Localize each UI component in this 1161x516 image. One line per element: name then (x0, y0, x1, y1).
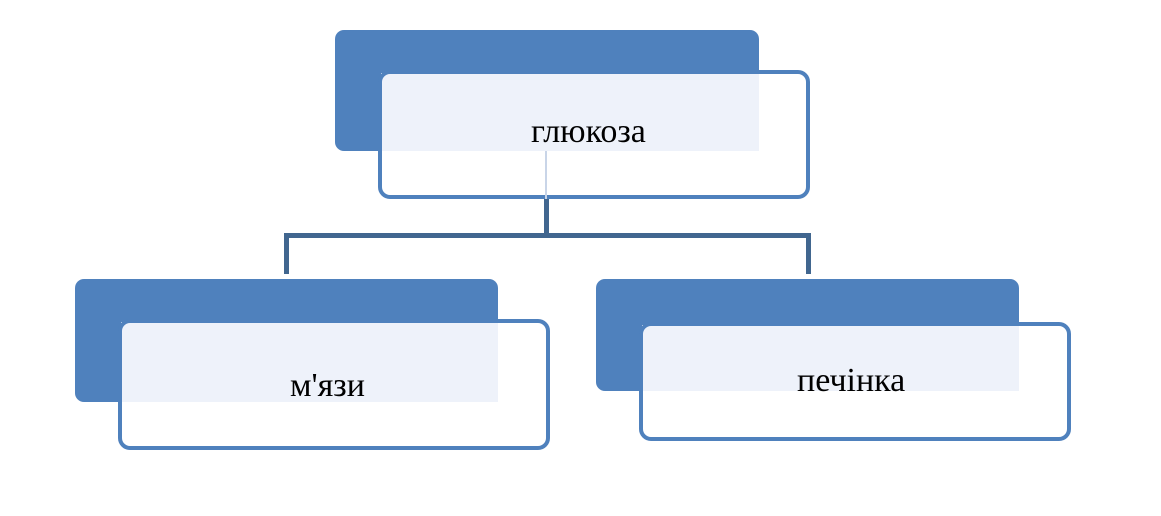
node-root-frame (378, 70, 810, 199)
connector-root-inner (545, 151, 547, 199)
node-root-label: глюкоза (531, 113, 646, 150)
node-child-liver-frame (639, 322, 1071, 441)
node-child-muscles-frame (118, 319, 550, 450)
connector-left-drop (284, 233, 289, 274)
node-child-liver-overlay (642, 325, 1019, 391)
node-child-muscles-label: м'язи (290, 367, 365, 404)
node-child-muscles: м'язи (75, 279, 550, 451)
node-root-overlay (381, 73, 759, 151)
node-root: глюкоза (335, 30, 810, 200)
connector-horizontal-bar (284, 233, 811, 238)
connector-right-drop (806, 233, 811, 274)
node-child-liver: печінка (596, 279, 1071, 441)
connector-root-stem (544, 197, 549, 237)
node-child-muscles-overlay (121, 322, 498, 402)
node-child-liver-label: печінка (797, 362, 906, 399)
